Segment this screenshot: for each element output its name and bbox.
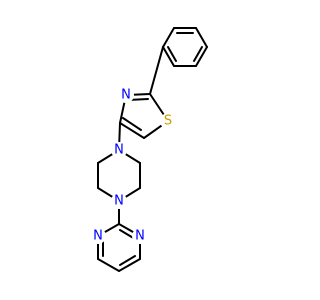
- atom-label-n: N: [135, 229, 145, 244]
- atom-label-s: S: [164, 114, 172, 129]
- atom-label-n: N: [114, 143, 124, 158]
- molecule-structure-diagram: N S N N N N: [90, 27, 208, 272]
- atom-label-n: N: [121, 88, 131, 103]
- bond: [195, 27, 208, 48]
- pyrimidine-nitrogen-right-atom: N: [132, 228, 148, 244]
- pyrimidine-nitrogen-left-atom: N: [90, 228, 106, 244]
- atom-label-n: N: [114, 194, 124, 209]
- bond: [119, 255, 136, 266]
- piperazine-nitrogen-bottom-atom: N: [111, 193, 127, 209]
- bond-layer: [97, 27, 208, 272]
- atom-label-layer: N S N N N N: [90, 87, 176, 244]
- bond: [162, 27, 175, 48]
- atom-label-n: N: [93, 229, 103, 244]
- bond: [122, 117, 142, 131]
- bond: [162, 46, 175, 67]
- bond: [119, 122, 145, 139]
- bond: [193, 46, 203, 62]
- thiazole-sulfur-atom: S: [160, 113, 176, 129]
- bond: [118, 258, 141, 272]
- thiazole-nitrogen-atom: N: [118, 87, 134, 103]
- bond: [149, 46, 164, 95]
- bond: [97, 258, 120, 272]
- piperazine-nitrogen-top-atom: N: [111, 142, 127, 158]
- bond: [167, 46, 177, 62]
- bond: [195, 46, 208, 67]
